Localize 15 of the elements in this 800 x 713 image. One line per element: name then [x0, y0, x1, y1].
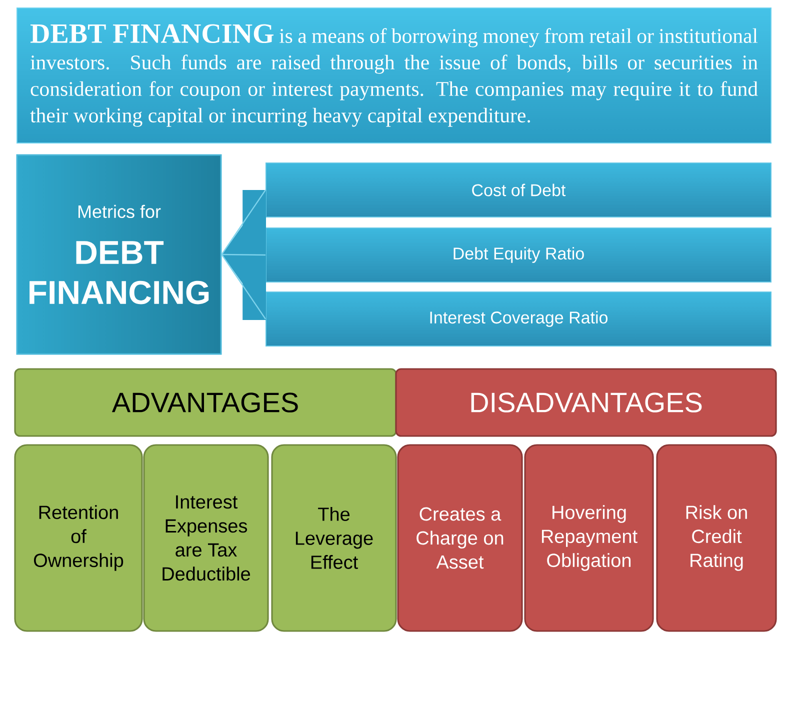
bracket-shape [222, 190, 266, 320]
metric-bar: Debt Equity Ratio [266, 228, 772, 282]
header-banner: ADVANTAGES [14, 368, 397, 437]
rounded-box: The Leverage Effect [271, 444, 397, 632]
rounded-box: Risk on Credit Rating [656, 444, 777, 632]
rounded-box: Interest Expenses are Tax Deductible [143, 444, 269, 632]
connector-line [222, 254, 266, 256]
metric-bar: Cost of Debt [266, 162, 772, 218]
rounded-box: Creates a Charge on Asset [397, 444, 523, 632]
metric-bar: Interest Coverage Ratio [266, 292, 772, 346]
rounded-box: Hovering Repayment Obligation [524, 444, 654, 632]
title-box: Metrics for DEBT FINANCING [16, 154, 222, 355]
header-banner: DISADVANTAGES [395, 368, 777, 437]
rounded-box: Retention of Ownership [14, 444, 143, 632]
description-box: DEBT FINANCING is a means of borrowing money from retail or institutional investors. Such funds are raised through the issue of bonds, bills or securities in consideration for coupon or interest payments. The companies may require it to fund their working capital or incurring heavy capital expenditure. [16, 8, 772, 144]
